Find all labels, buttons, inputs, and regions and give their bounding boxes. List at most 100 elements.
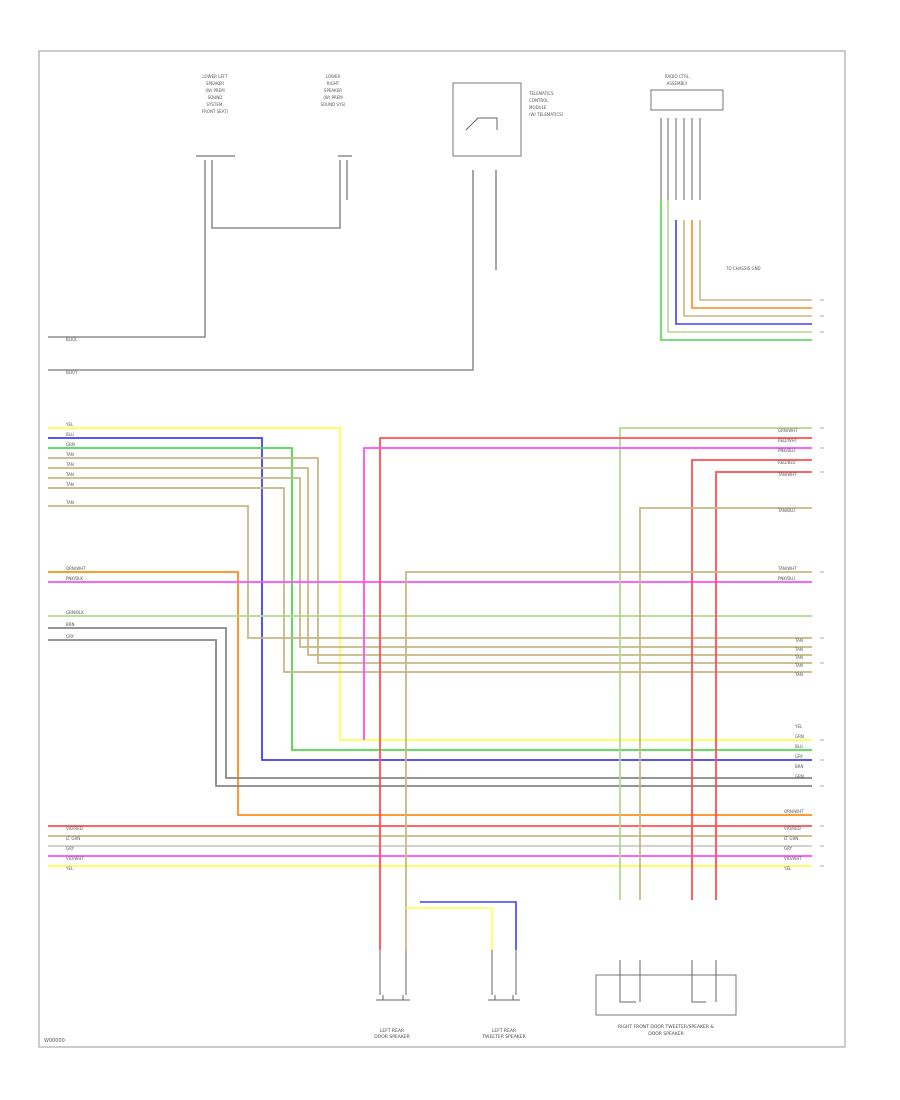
top-left-speaker-label: LOWER LEFT SPEAKER (W/ PREM SOUND SYSTEM… <box>202 74 229 114</box>
svg-text:VIO/WHT: VIO/WHT <box>66 856 84 861</box>
right-c-labels: TAN TAN TAN TAN TAN <box>794 638 803 677</box>
svg-text:TAN: TAN <box>794 638 803 643</box>
svg-text:RIGHT FRONT DOOR TWEETER/SPEAK: RIGHT FRONT DOOR TWEETER/SPEAKER & <box>618 1024 714 1030</box>
svg-text:PNK/BLU: PNK/BLU <box>778 448 795 453</box>
right-e-labels: ORN/WHT VIO/RED LT GRN GRY VIO/WHT YEL <box>783 809 804 871</box>
svg-text:TAN/WHT: TAN/WHT <box>777 566 797 571</box>
right-top-bus <box>363 427 812 950</box>
svg-text:TWEETER SPEAKER: TWEETER SPEAKER <box>481 1034 525 1040</box>
svg-text:MODULE: MODULE <box>529 105 547 110</box>
telematics-module-box <box>452 82 522 157</box>
bus-row-c <box>48 615 812 787</box>
svg-text:BLU: BLU <box>795 744 803 749</box>
svg-text:DOOR SPEAKER: DOOR SPEAKER <box>374 1034 410 1040</box>
svg-text:CONTROL: CONTROL <box>529 98 549 103</box>
svg-text:PNK/BLK: PNK/BLK <box>66 576 83 581</box>
radio-connector-label: RADIO CTRL ASSEMBLY <box>665 74 690 86</box>
telematics-module-wires <box>48 170 497 371</box>
right-edge-connector-ticks <box>820 299 824 867</box>
svg-text:TAN: TAN <box>794 672 803 677</box>
bus-row-d-labels: VIO/RED LT GRN GRY VIO/WHT YEL <box>65 826 84 871</box>
bus-row-b <box>48 571 812 816</box>
svg-text:TAN: TAN <box>794 663 803 668</box>
svg-text:TAN: TAN <box>794 655 803 660</box>
svg-text:LEFT REAR: LEFT REAR <box>492 1028 516 1034</box>
svg-text:LOWER LEFT: LOWER LEFT <box>202 74 228 79</box>
svg-text:RIGHT: RIGHT <box>327 81 340 86</box>
top-right-speaker-label: LOWER RIGHT SPEAKER (W/ PREM SOUND SYS) <box>320 74 345 107</box>
svg-text:SOUND SYS): SOUND SYS) <box>320 102 345 107</box>
svg-text:GRN: GRN <box>795 734 804 739</box>
svg-text:TELEMATICS: TELEMATICS <box>528 91 554 96</box>
svg-text:LT GRN: LT GRN <box>66 836 80 841</box>
right-front-speaker-box <box>595 974 737 1016</box>
radio-connector-wires <box>660 200 812 341</box>
wire-label-top-2: BLK/Y <box>66 370 78 375</box>
right-ground-note: TO CHASSIS GND <box>725 266 761 271</box>
svg-text:PNK/BLU: PNK/BLU <box>778 576 795 581</box>
svg-text:BRN: BRN <box>795 764 804 769</box>
bus-row-c-labels: GRN/BLK BRN GRY <box>66 610 84 639</box>
left-rear-drops <box>406 901 517 950</box>
svg-text:YEL: YEL <box>794 724 803 729</box>
svg-text:ASSEMBLY: ASSEMBLY <box>667 81 688 86</box>
right-front-speaker-label: RIGHT FRONT DOOR TWEETER/SPEAKER & DOOR … <box>618 1024 714 1037</box>
telematics-module-label: TELEMATICS CONTROL MODULE (W/ TELEMATICS… <box>528 91 564 117</box>
svg-text:RED/BLU: RED/BLU <box>778 460 796 465</box>
svg-text:GRN: GRN <box>66 442 75 447</box>
svg-text:VIO/RED: VIO/RED <box>784 826 801 831</box>
diagram-border <box>38 50 846 1048</box>
svg-text:SYSTEM,: SYSTEM, <box>206 102 223 107</box>
svg-text:LT GRN: LT GRN <box>784 836 798 841</box>
left-rear-tweeter <box>488 950 520 1001</box>
right-top-labels: GRN/WHT RED/WHT PNK/BLU RED/BLU TAN/WHT … <box>777 428 798 581</box>
svg-text:SPEAKER: SPEAKER <box>206 81 224 86</box>
svg-text:LEFT REAR: LEFT REAR <box>380 1028 404 1034</box>
svg-text:GRY: GRY <box>66 634 75 639</box>
svg-text:(W/ PREM: (W/ PREM <box>323 95 343 100</box>
svg-text:DOOR SPEAKER: DOOR SPEAKER <box>648 1031 684 1037</box>
svg-text:TAN: TAN <box>65 452 74 457</box>
svg-text:TAN: TAN <box>794 647 803 652</box>
radio-connector-pins <box>660 118 701 200</box>
bus-row-a-labels: YEL BLU GRN TAN TAN TAN TAN TAN <box>65 422 75 505</box>
svg-text:RED/WHT: RED/WHT <box>778 438 798 443</box>
svg-text:LOWER: LOWER <box>326 74 341 79</box>
left-rear-door-speaker <box>376 950 410 1001</box>
svg-text:YEL: YEL <box>783 866 792 871</box>
bus-row-d <box>48 825 812 867</box>
svg-text:SPEAKER: SPEAKER <box>324 88 342 93</box>
svg-text:SOUND: SOUND <box>208 95 223 100</box>
svg-text:GRN: GRN <box>795 774 804 779</box>
svg-text:TAN: TAN <box>65 482 74 487</box>
svg-text:YEL: YEL <box>65 422 74 427</box>
left-rear-tweeter-label: LEFT REAR TWEETER SPEAKER <box>481 1028 525 1040</box>
top-left-connector <box>196 155 352 200</box>
bus-row-a <box>48 427 812 761</box>
svg-text:BLU: BLU <box>66 432 74 437</box>
svg-text:TAN: TAN <box>65 462 74 467</box>
top-left-wires <box>48 200 341 338</box>
telematics-module-switch <box>465 117 498 131</box>
svg-text:TAN/BLU: TAN/BLU <box>777 508 795 513</box>
left-rear-speaker-label: LEFT REAR DOOR SPEAKER <box>374 1028 410 1040</box>
svg-text:ORN/WHT: ORN/WHT <box>784 809 804 814</box>
wire-label-top-1: BLK/L <box>66 337 78 342</box>
right-d-labels: YEL GRN BLU GRY BRN GRN <box>794 724 804 779</box>
svg-text:VIO/WHT: VIO/WHT <box>784 856 802 861</box>
svg-text:TAN/WHT: TAN/WHT <box>777 472 797 477</box>
svg-text:GRN/WHT: GRN/WHT <box>778 428 798 433</box>
svg-text:GRY: GRY <box>784 846 793 851</box>
document-id: W00000 <box>44 1038 65 1044</box>
svg-text:GRN/BLK: GRN/BLK <box>66 610 84 615</box>
bus-row-b-labels: ORN/WHT PNK/BLK <box>66 566 86 581</box>
svg-text:GRY: GRY <box>795 754 804 759</box>
radio-connector-box <box>650 89 724 111</box>
svg-text:TAN: TAN <box>65 472 74 477</box>
svg-text:(W/ TELEMATICS): (W/ TELEMATICS) <box>529 112 564 117</box>
svg-text:GRY: GRY <box>66 846 75 851</box>
svg-text:VIO/RED: VIO/RED <box>66 826 83 831</box>
svg-text:FRONT SEAT): FRONT SEAT) <box>202 109 229 114</box>
right-front-speaker-pins <box>619 960 717 1003</box>
